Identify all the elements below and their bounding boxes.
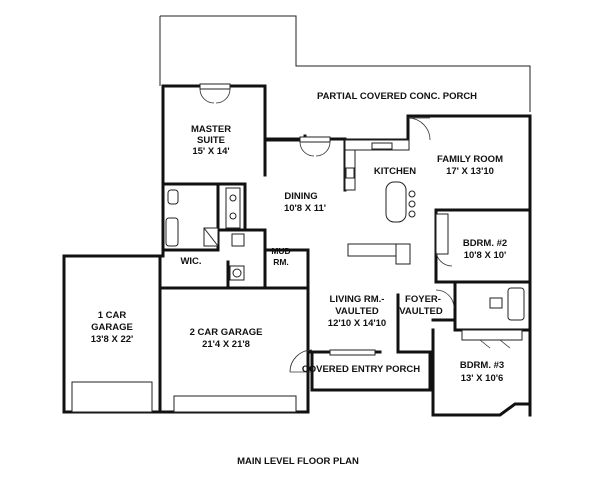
bed2-closet [435,213,449,255]
vanity [225,187,241,229]
foyer-label: FOYER- [405,294,441,305]
master-label-2: SUITE [197,135,225,146]
living-room-label-2: VAULTED [335,306,379,317]
bedroom2-size: 10'8 X 10' [464,250,507,261]
laundry [229,265,245,281]
plan-caption: MAIN LEVEL FLOOR PLAN [237,456,359,467]
range [345,167,355,179]
master-french-door [199,88,231,104]
entry-door [289,349,313,373]
foyer-door [435,289,455,309]
sink-2 [229,212,237,220]
garage1-label-2: GARAGE [91,322,133,333]
porch-outline [160,15,531,112]
laundry-drum [232,268,242,278]
master-size: 15' X 14' [192,146,229,157]
garage2-door [173,395,297,413]
bed3-closet-doors [479,339,511,349]
garage1-size: 13'8 X 22' [91,334,134,345]
porch-label: PARTIAL COVERED CONC. PORCH [317,91,477,102]
family-room-size: 17' X 13'10 [446,166,494,177]
dining-size: 10'8 X 11' [284,203,326,214]
bed3-closet [461,329,523,341]
entry-window [329,349,376,356]
hall-bath-sink [489,297,503,309]
master-label: MASTER [191,124,231,135]
dining-window [299,136,331,143]
foyer-label-2: VAULTED [399,306,443,317]
toilet [167,189,179,205]
mud-room-label: MUD [271,246,290,256]
garage2-size: 21'4 X 21'8 [202,339,250,350]
bed2-door [435,249,453,267]
dining-label: DINING [284,191,317,202]
family-room-wall [406,114,532,214]
shower-diag [203,227,219,247]
kitchen-label: KITCHEN [374,166,416,177]
garage1-door [71,381,153,413]
garage1-label: 1 CAR [98,310,127,321]
family-door [407,117,431,141]
fridge [395,243,411,265]
hall-bath-tub [507,287,525,321]
living-room-label: LIVING RM.- [330,294,385,305]
stool-3 [408,210,416,218]
kitchen-island [385,181,407,223]
family-room-label: FAMILY ROOM [437,154,503,165]
stool-2 [408,200,416,208]
bath-left-wall [158,182,165,258]
living-room-size: 12'10 X 14'10 [328,318,386,329]
bedroom3-bay [431,350,532,417]
stool-1 [408,190,416,198]
kitchen-sink [371,142,393,150]
wic-label: WIC. [180,256,201,267]
bedroom2-label: BDRM. #2 [463,238,507,249]
kitchen-peninsula [347,243,397,257]
garage2-label: 2 CAR GARAGE [190,327,263,338]
master-window [199,83,231,90]
master-wall [161,84,267,186]
bedroom3-size: 13' X 10'6 [461,373,504,384]
mud-sink [231,233,245,247]
entry-porch-label: COVERED ENTRY PORCH [302,364,420,375]
mud-room-label-2: RM. [273,257,289,267]
tub [165,217,179,247]
bedroom3-label: BDRM. #3 [460,360,504,371]
dining-french-door [299,141,331,157]
sink-1 [229,194,237,202]
bedroom3-wall [434,268,457,284]
